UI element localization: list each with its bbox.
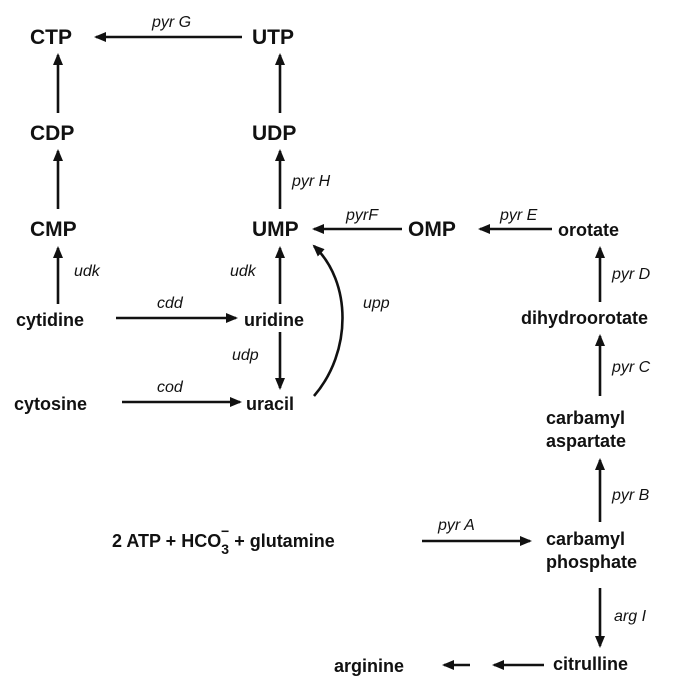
- node-cmp: CMP: [30, 218, 77, 241]
- node-uridine: uridine: [244, 310, 304, 330]
- enzyme-udp: udp: [232, 347, 259, 364]
- enzyme-pyrb: pyr B: [611, 487, 650, 504]
- substrates-prefix: 2 ATP + HCO: [112, 531, 221, 551]
- enzyme-pyrf: pyrF: [345, 207, 379, 224]
- node-uracil: uracil: [246, 394, 294, 414]
- node-cdp: CDP: [30, 122, 74, 145]
- node-ump: UMP: [252, 218, 299, 241]
- node-arginine: arginine: [334, 656, 404, 676]
- node-dihydroorotate: dihydroorotate: [521, 308, 648, 328]
- node-udp: UDP: [252, 122, 296, 145]
- enzyme-argi: arg I: [614, 608, 647, 625]
- node-ctp: CTP: [30, 26, 72, 49]
- enzyme-cod: cod: [157, 379, 184, 396]
- enzyme-pyra: pyr A: [437, 517, 475, 534]
- enzyme-udk-mid: udk: [230, 263, 257, 280]
- enzyme-pyrh: pyr H: [291, 173, 331, 190]
- arrow-uracil-to-ump: [312, 244, 344, 397]
- node-citrulline: citrulline: [553, 654, 628, 674]
- node-cytidine: cytidine: [16, 310, 84, 330]
- enzyme-cdd: cdd: [157, 295, 184, 312]
- enzyme-pyrc: pyr C: [611, 359, 651, 376]
- enzyme-upp: upp: [363, 295, 390, 312]
- node-substrates: 2 ATP + HCO3 − + glutamine: [112, 523, 335, 557]
- enzyme-pyrg: pyr G: [151, 14, 191, 31]
- node-cytosine: cytosine: [14, 394, 87, 414]
- substrates-subscript: 3: [221, 541, 229, 557]
- node-orotate: orotate: [558, 220, 619, 240]
- node-carbamyl-phosphate-line1: carbamyl: [546, 529, 625, 549]
- node-utp: UTP: [252, 26, 294, 49]
- node-carbamyl-aspartate-line1: carbamyl: [546, 408, 625, 428]
- node-carbamyl-phosphate-line2: phosphate: [546, 552, 637, 572]
- enzyme-pyre: pyr E: [499, 207, 538, 224]
- enzyme-udk-left: udk: [74, 263, 101, 280]
- substrates-superscript: −: [221, 523, 229, 539]
- node-carbamyl-aspartate-line2: aspartate: [546, 431, 626, 451]
- substrates-suffix: + glutamine: [229, 531, 335, 551]
- node-omp: OMP: [408, 218, 456, 241]
- enzyme-pyrd: pyr D: [611, 266, 651, 283]
